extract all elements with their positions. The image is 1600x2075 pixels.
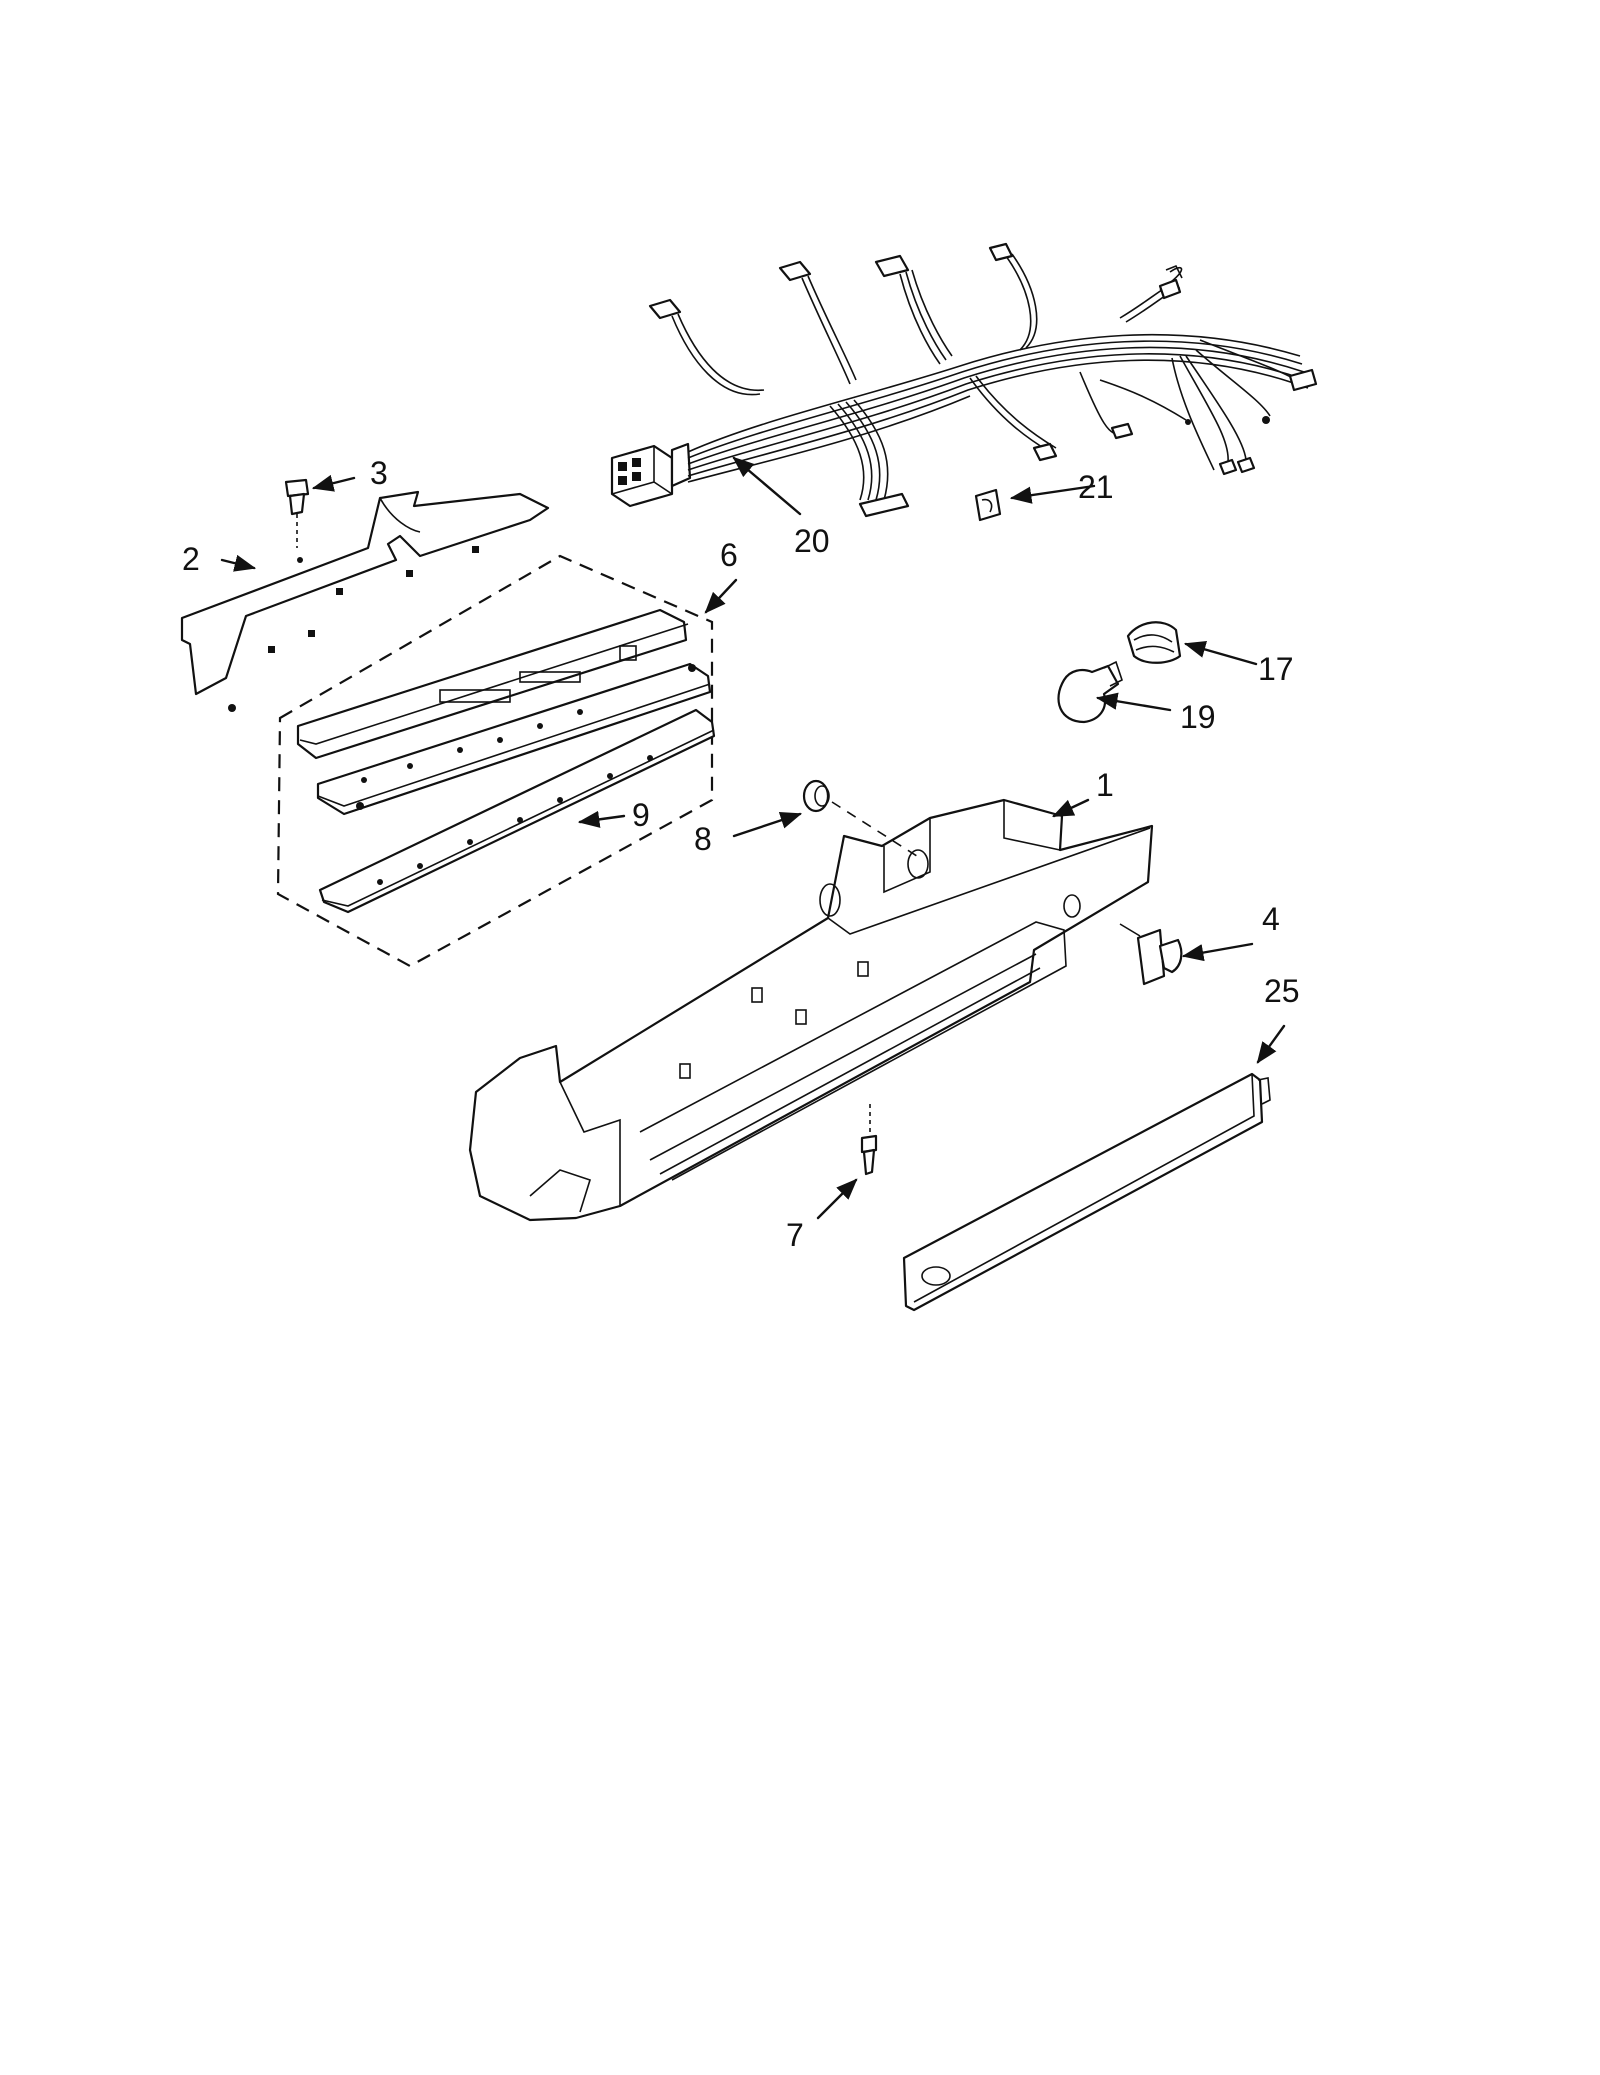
callout-4: 4 (1262, 901, 1280, 937)
callout-9: 9 (632, 797, 650, 833)
harness-plugs (648, 242, 1318, 518)
harness-bundle (687, 333, 1309, 483)
grommet-part-8 (802, 779, 921, 859)
callout-20: 20 (794, 523, 830, 559)
callout-8: 8 (694, 821, 712, 857)
leader-arrows (220, 456, 1286, 1220)
control-housing (468, 798, 1154, 1222)
callout-3: 3 (370, 455, 388, 491)
control-board-assembly (276, 554, 716, 968)
callout-labels: 3 2 6 20 21 17 19 1 9 8 4 25 7 (182, 455, 1300, 1253)
lamp-socket-part-4 (1119, 923, 1183, 986)
callout-2: 2 (182, 541, 200, 577)
callout-21: 21 (1078, 469, 1114, 505)
callout-1: 1 (1096, 767, 1114, 803)
wire-harness (610, 242, 1318, 518)
clip-part-21 (974, 488, 1002, 522)
bulb-holder-part-17 (1126, 621, 1182, 664)
nameplate-part-25 (902, 1072, 1271, 1312)
callout-6: 6 (720, 537, 738, 573)
screw-part-7 (860, 1104, 878, 1176)
callout-7: 7 (786, 1217, 804, 1253)
harness-branches (671, 253, 1297, 501)
light-bulb-part-19 (1057, 660, 1123, 724)
cover-plate (180, 490, 550, 712)
harness-main-connector (610, 442, 692, 508)
callout-25: 25 (1264, 973, 1300, 1009)
screw-part-3 (284, 478, 310, 548)
callout-19: 19 (1180, 699, 1216, 735)
callout-17: 17 (1258, 651, 1294, 687)
